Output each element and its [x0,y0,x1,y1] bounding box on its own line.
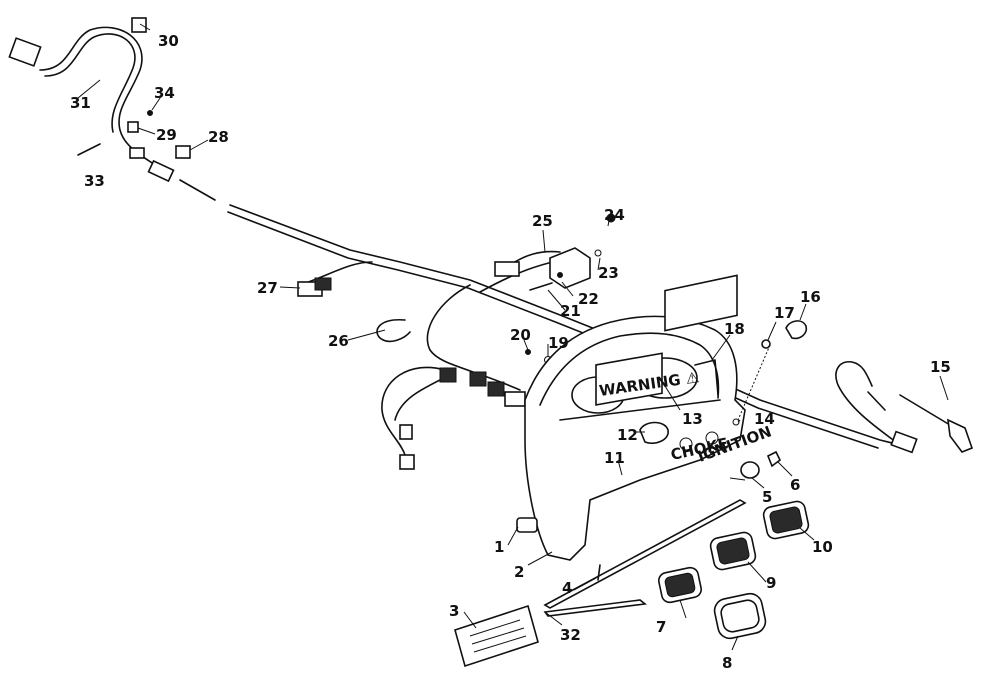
grommet-5 [740,461,760,479]
dash-console: WARNING ⚠ CHOKE IGNITION [524,274,774,561]
label-plate [595,352,663,406]
switch-1 [516,517,538,533]
callout-labels: 1 2 3 4 5 6 7 8 9 10 11 12 13 14 15 16 1… [70,32,951,672]
callout-15: 15 [930,358,951,376]
callout-29: 29 [156,126,177,144]
trim-strip-32b [543,599,647,617]
callout-25: 25 [532,212,553,230]
callout-6: 6 [790,476,800,494]
panel-small-parts [729,320,808,481]
connector-inline-small [129,147,145,159]
plug-12 [639,421,669,445]
trim-strip-32 [543,499,747,609]
bezel-set [658,500,810,640]
callout-30: 30 [158,32,179,50]
callout-9: 9 [766,574,776,592]
key-switch-15 [947,418,974,453]
upper-harness-loop [8,17,191,183]
callout-24: 24 [604,206,625,224]
cap-28 [175,145,191,159]
callout-7: 7 [656,618,666,636]
leader-lines [77,23,949,651]
key-6 [766,450,782,468]
main-harness [179,179,901,456]
callout-23: 23 [598,264,619,282]
switch-panel [664,274,738,332]
callout-11: 11 [604,449,625,467]
callout-26: 26 [328,332,349,350]
callout-22: 22 [578,290,599,308]
callout-13: 13 [682,410,703,428]
callout-4: 4 [562,579,572,597]
connector-inline [147,159,175,183]
callout-8: 8 [722,654,732,672]
callout-34: 34 [154,84,175,102]
callout-18: 18 [724,320,745,338]
callout-10: 10 [812,538,833,556]
connector-31 [8,37,42,67]
ring-26 [376,319,411,343]
callout-31: 31 [70,94,91,112]
callout-20: 20 [510,326,531,344]
clip-30 [131,17,147,33]
knob-16 [785,320,808,340]
clip-29 [127,121,139,133]
callout-3: 3 [449,602,459,620]
connector-27 [297,277,332,297]
regulator-block [494,213,616,291]
decal-3 [454,604,539,668]
callout-2: 2 [514,563,524,581]
callout-21: 21 [560,302,581,320]
washer-14 [732,418,740,426]
callout-16: 16 [800,288,821,306]
callout-32: 32 [560,626,581,644]
callout-27: 27 [257,279,278,297]
callout-12: 12 [617,426,638,444]
callout-17: 17 [774,304,795,322]
callout-14: 14 [754,410,775,428]
remote-harness-15 [835,360,974,454]
callout-33: 33 [84,172,105,190]
callout-1: 1 [494,538,504,556]
washer-17 [761,339,771,349]
screw-34 [147,110,153,116]
callout-28: 28 [208,128,229,146]
screw-4 [597,564,601,581]
callout-5: 5 [762,488,772,506]
callout-19: 19 [548,334,569,352]
